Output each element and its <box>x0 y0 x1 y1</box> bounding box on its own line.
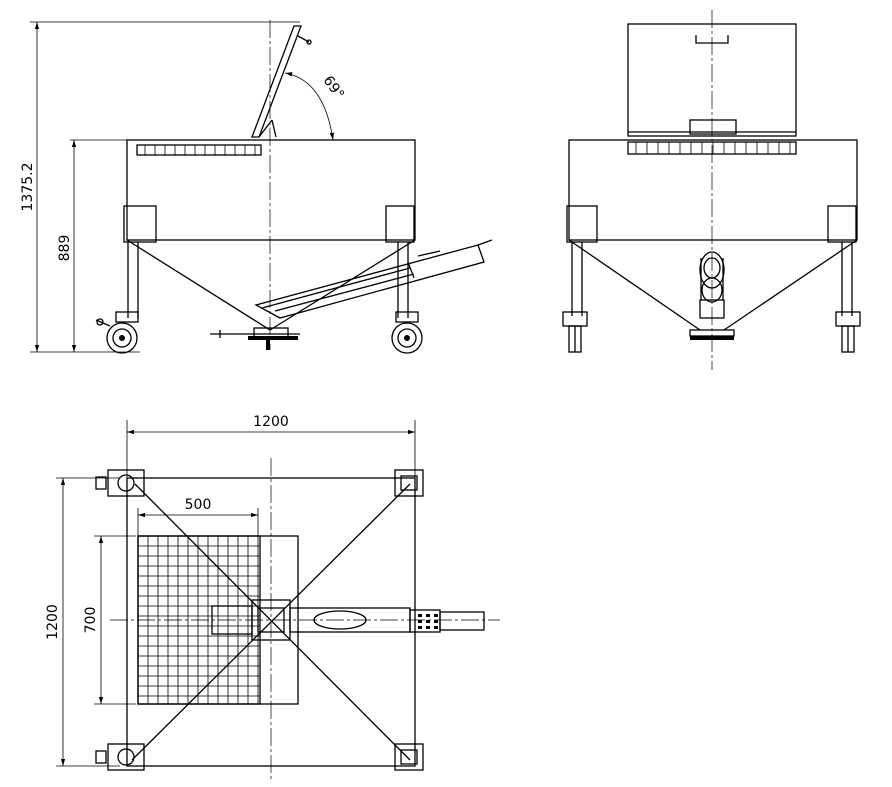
side-view: 1375.2 889 69° <box>20 20 493 354</box>
hopper-body <box>126 139 416 241</box>
dim-grid-width: 500 <box>185 497 212 513</box>
dim-depth: 1200 <box>45 604 61 640</box>
dim-body-height: 889 <box>57 235 73 262</box>
caster-top-view <box>394 469 424 497</box>
caster-top-view <box>95 743 145 771</box>
caster-wheel <box>95 311 139 354</box>
caster-wheel <box>835 311 861 353</box>
angle-label: 69° <box>320 73 347 103</box>
dim-width: 1200 <box>253 414 289 430</box>
lid-panel <box>627 23 797 137</box>
screw-conveyor <box>254 244 485 319</box>
caster-wheel <box>391 311 423 354</box>
front-view <box>562 10 861 370</box>
caster-top-view <box>394 743 424 771</box>
hopper-body <box>568 139 858 241</box>
angle-arc <box>284 72 335 141</box>
lid-panel <box>251 25 302 138</box>
top-view: 1200 1200 500 700 <box>45 414 500 782</box>
dim-total-height: 1375.2 <box>20 163 36 212</box>
caster-wheel <box>562 311 588 353</box>
dim-grid-depth: 700 <box>83 607 99 634</box>
caster-top-view <box>95 469 145 497</box>
